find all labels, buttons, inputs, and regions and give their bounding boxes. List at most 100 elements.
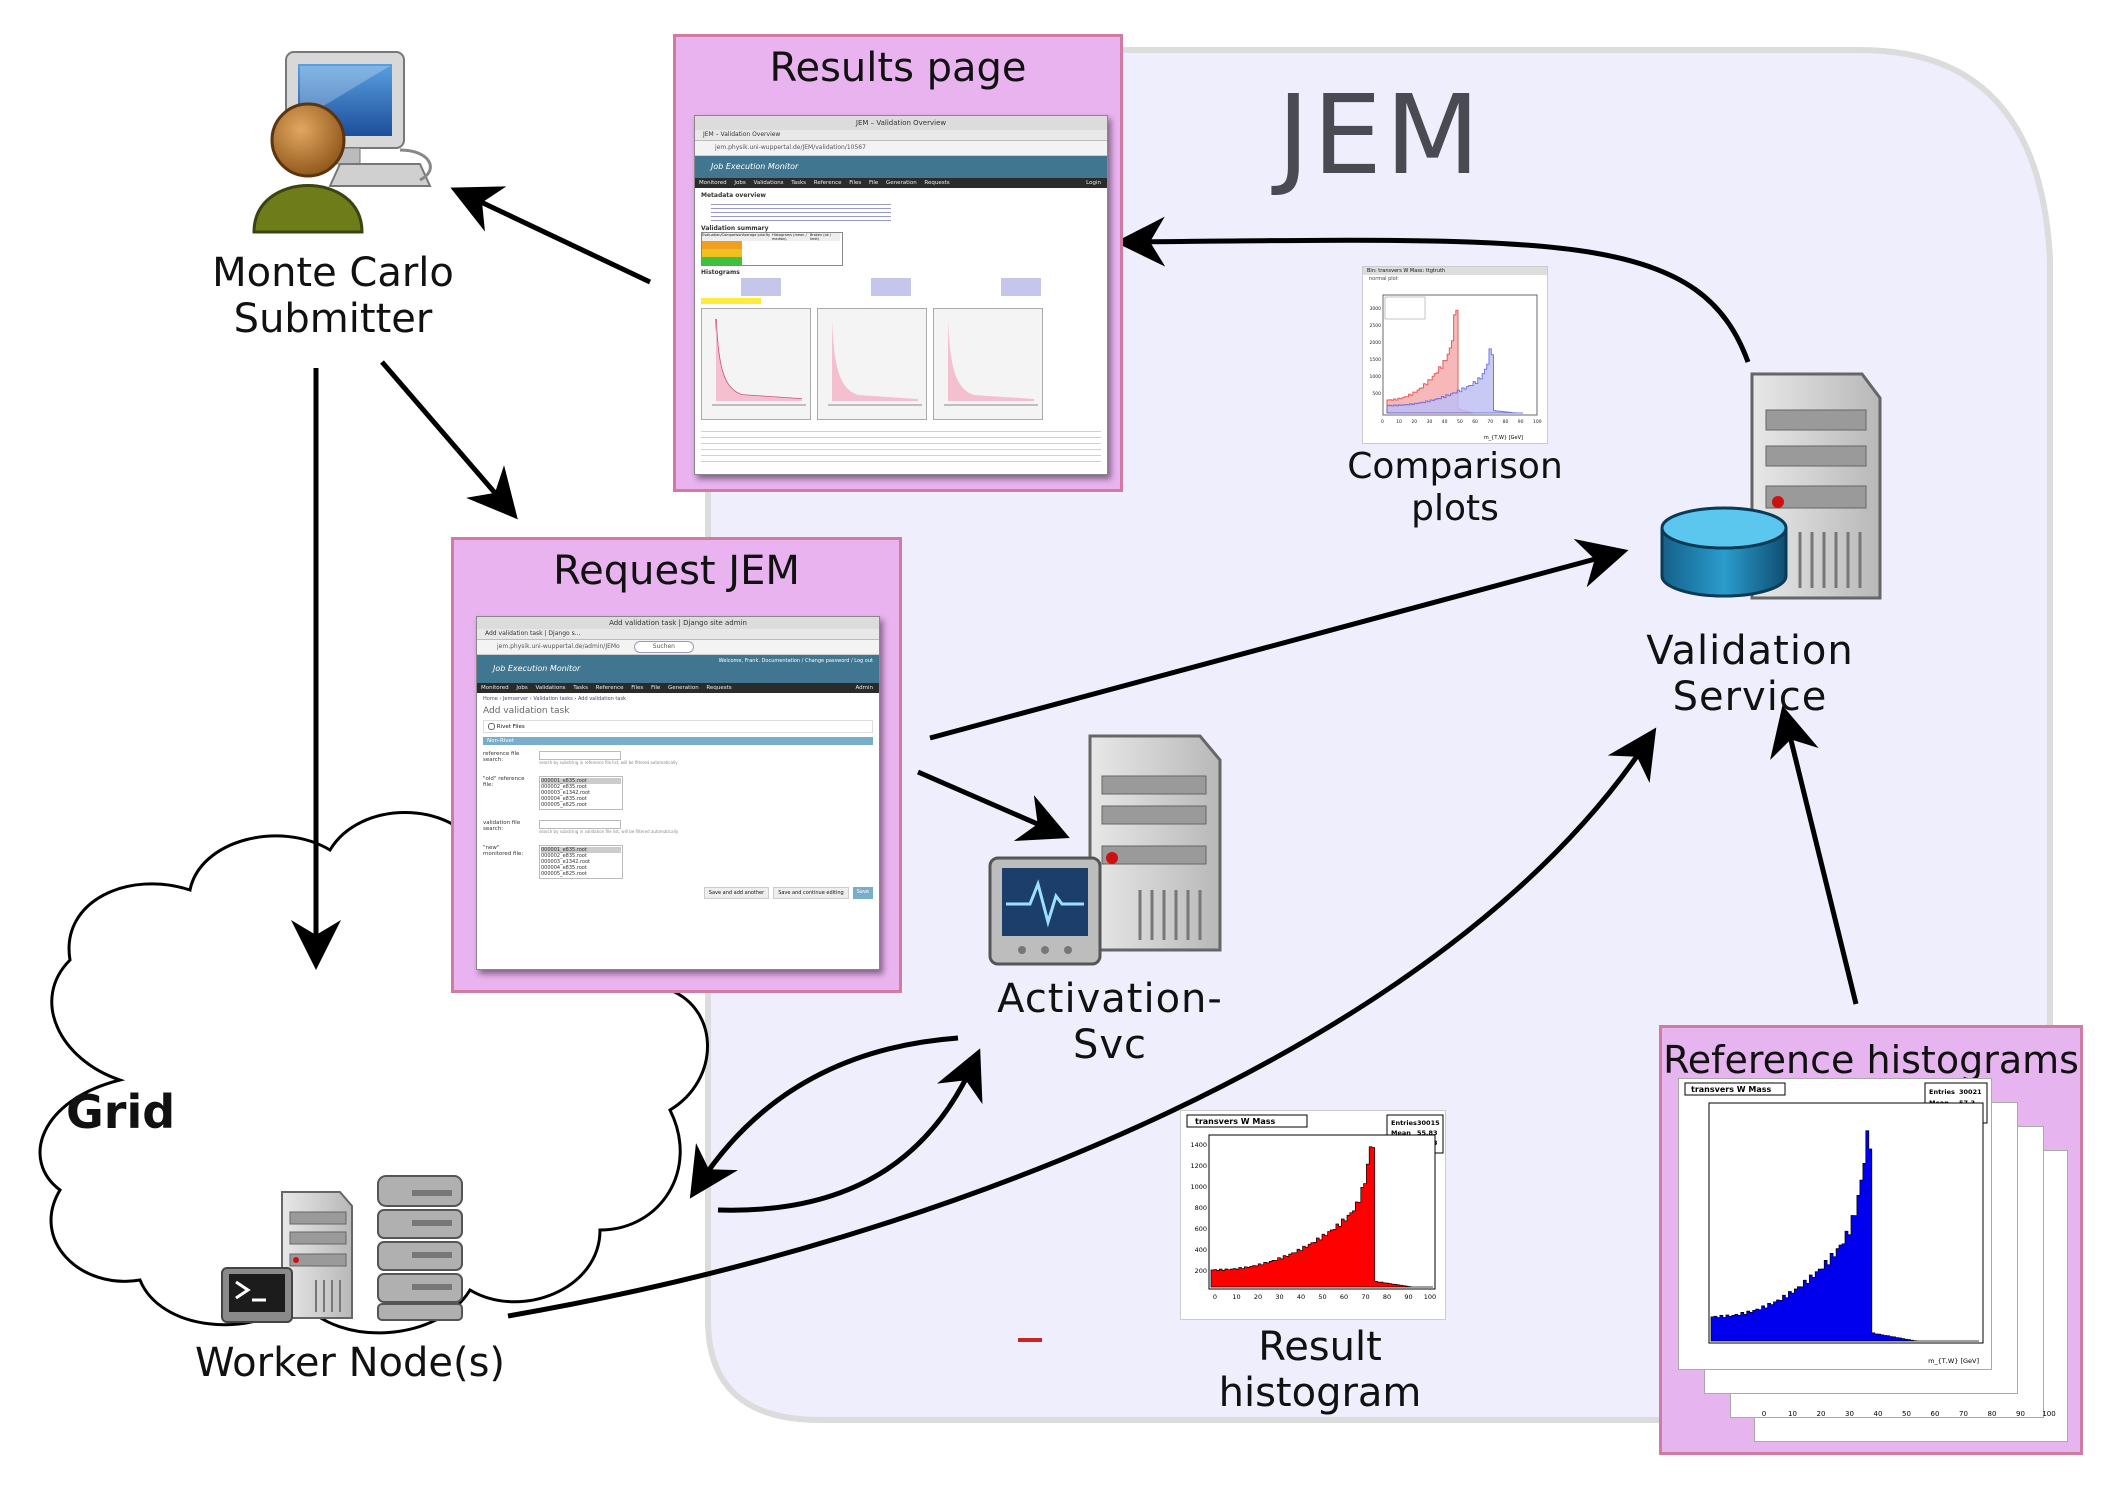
rivet-checkbox[interactable] — [488, 723, 495, 730]
results-page-screenshot: JEM – Validation Overview JEM – Validati… — [694, 115, 1108, 475]
summary-heading: Validation summary — [701, 225, 769, 232]
result-histogram-title: transvers W Mass — [1195, 1117, 1275, 1126]
request-nav: Monitored Jobs Validations Tasks Referen… — [477, 683, 879, 693]
comparison-x-label: m_{T,W} [GeV] — [1484, 435, 1523, 441]
worker-nodes-label: Worker Node(s) — [194, 1340, 506, 1386]
file-option[interactable]: 000004_e835.root — [541, 796, 587, 802]
comparison-plot: Bin: transvers W Mass: ttgtruth normal p… — [1362, 266, 1548, 444]
results-nav-item[interactable]: Reference Files — [813, 180, 862, 186]
old-reference-select[interactable]: 000001_e835.root 000002_e835.root 000003… — [539, 776, 623, 810]
arrow-grid-to-validation — [507, 727, 1657, 1319]
result-y-tick: 1400 — [1190, 1141, 1207, 1149]
reference-histogram-title: transvers W Mass — [1691, 1085, 1771, 1094]
file-option[interactable]: 000005_e825.root — [541, 871, 587, 877]
result-x-tick: 60 — [1340, 1293, 1348, 1301]
comparison-x-tick: 20 — [1411, 419, 1417, 425]
arrows — [291, 186, 1859, 1319]
summary-table: Evaluation/Comparison Average priority H… — [701, 232, 843, 266]
request-nav-admin[interactable]: Admin — [855, 685, 873, 691]
reference-x-tick: 20 — [1817, 1410, 1826, 1418]
result-x-tick: 80 — [1383, 1293, 1391, 1301]
reference-search-input[interactable] — [539, 751, 621, 760]
arrow-validation-to-results — [1115, 216, 1751, 363]
monte-carlo-submitter-label: Monte Carlo Submitter — [212, 250, 454, 343]
request-nav-item[interactable]: Reference Files — [595, 685, 644, 691]
result-y-tick: 800 — [1195, 1204, 1207, 1212]
request-url[interactable]: jem.physik.uni-wuppertal.de/admin/JEMo — [497, 643, 620, 650]
result-x-tick: 70 — [1361, 1293, 1369, 1301]
results-tab[interactable]: JEM – Validation Overview — [695, 130, 1107, 141]
result-x-tick: 90 — [1404, 1293, 1412, 1301]
reference-x-tick: 60 — [1931, 1410, 1940, 1418]
results-window-title: JEM – Validation Overview — [695, 116, 1107, 130]
validation-search-input[interactable] — [539, 820, 621, 829]
result-histogram: transvers W Mass Entries30015Mean55.83RM… — [1180, 1110, 1446, 1320]
request-nav-item[interactable]: File Generation Requests — [651, 685, 732, 691]
request-heading: Add validation task — [483, 706, 570, 716]
result-y-tick: 200 — [1195, 1267, 1207, 1275]
results-nav-item[interactable]: Monitored Jobs — [699, 180, 746, 186]
non-rivet-section: Non-Rivet — [483, 737, 873, 745]
validation-service-icon — [1660, 372, 1882, 600]
save-button[interactable]: Save — [852, 887, 873, 899]
request-jem-screenshot: Add validation task | Django site admin … — [476, 616, 880, 970]
result-y-tick: 1200 — [1190, 1162, 1207, 1170]
file-option[interactable]: 000001_e835.root — [541, 778, 621, 784]
request-breadcrumb[interactable]: Home › Jemserver › Validation tasks › Ad… — [483, 696, 626, 702]
grid-title: Grid — [66, 1085, 176, 1139]
reference-x-label: m_{T,W} [GeV] — [1928, 1357, 1979, 1365]
rivet-checkbox-label: Rivet Files — [496, 724, 525, 730]
request-header: Job Execution Monitor Welcome, Frank. Do… — [477, 655, 879, 683]
old-reference-label: "old" reference file: — [483, 776, 525, 788]
results-nav-item[interactable]: Validations Tasks — [753, 180, 807, 186]
result-x-tick: 30 — [1275, 1293, 1283, 1301]
request-user-links[interactable]: Welcome, Frank. Documentation / Change p… — [718, 658, 873, 664]
request-tab[interactable]: Add validation task | Django s... — [477, 629, 879, 640]
request-search[interactable]: Suchen — [633, 641, 694, 653]
worker-node-icon — [221, 1191, 353, 1323]
comparison-x-tick: 90 — [1518, 419, 1524, 425]
file-option[interactable]: 000002_e835.root — [541, 784, 587, 790]
metadata-lines — [711, 201, 891, 223]
monte-carlo-submitter-icon — [252, 51, 432, 234]
new-monitored-select[interactable]: 000001_e835.root 000002_e835.root 000003… — [539, 845, 623, 879]
file-option[interactable]: 000001_e835.root — [541, 847, 621, 853]
reference-x-tick: 30 — [1845, 1410, 1854, 1418]
reference-x-tick: 0 — [1762, 1410, 1766, 1418]
request-jem-box: Request JEM Add validation task | Django… — [451, 537, 902, 993]
comparison-y-tick: 3000 — [1370, 306, 1382, 312]
comparison-x-tick: 70 — [1487, 419, 1493, 425]
results-login-link[interactable]: Login — [1086, 180, 1101, 186]
result-stat-value: 55.83 — [1417, 1129, 1438, 1137]
results-url[interactable]: jem.physik.uni-wuppertal.de/JEM/validati… — [695, 141, 1107, 156]
save-continue-button[interactable]: Save and continue editing — [773, 887, 849, 899]
request-nav-item[interactable]: Monitored Jobs — [481, 685, 528, 691]
results-page-title: Results page — [769, 45, 1027, 91]
new-monitored-label: "new" monitored file: — [483, 845, 524, 857]
save-add-another-button[interactable]: Save and add another — [703, 887, 770, 899]
results-nav-item[interactable]: File Generation Requests — [869, 180, 950, 186]
reference-x-tick: 90 — [2016, 1410, 2025, 1418]
arrow-reference-to-validation — [1770, 705, 1859, 1005]
comparison-y-tick: 500 — [1372, 391, 1381, 397]
results-nav: Monitored Jobs Validations Tasks Referen… — [695, 178, 1107, 188]
file-option[interactable]: 000003_e1342.root — [541, 790, 591, 796]
reference-x-tick: 10 — [1788, 1410, 1797, 1418]
file-option[interactable]: 000005_e825.root — [541, 802, 587, 808]
file-option[interactable]: 000002_e835.root — [541, 853, 587, 859]
comparison-x-tick: 80 — [1503, 419, 1509, 425]
reference-histograms-title: Reference histograms — [1663, 1038, 2079, 1082]
file-option[interactable]: 000004_e835.root — [541, 865, 587, 871]
comparison-plots-label: Comparison plots — [1347, 446, 1563, 529]
summary-header: Histograms (mean / median) — [772, 233, 810, 241]
results-brand: Job Execution Monitor — [695, 156, 1107, 178]
file-option[interactable]: 000003_e1342.root — [541, 859, 591, 865]
reference-x-tick: 80 — [1988, 1410, 1997, 1418]
reference-stat-value: 30021 — [1959, 1088, 1982, 1096]
request-nav-item[interactable]: Validations Tasks — [535, 685, 589, 691]
summary-header: Average priority — [742, 233, 772, 241]
comparison-x-tick: 0 — [1381, 419, 1384, 425]
